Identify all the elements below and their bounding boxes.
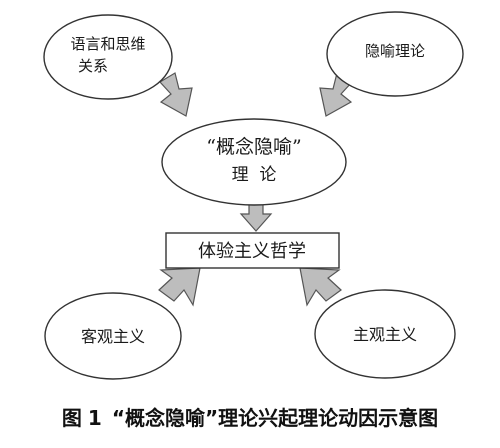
node-experiential-philosophy-label: 体验主义哲学 — [198, 241, 306, 262]
node-experiential-philosophy: 体验主义哲学 — [165, 232, 340, 269]
node-conceptual-metaphor-line2: 理 论 — [232, 165, 277, 185]
node-language-thought-line1: 语言和思维 — [70, 35, 145, 53]
node-subjectivism-shape — [314, 289, 456, 379]
arrow-language-to-concept — [159, 72, 193, 117]
node-language-thought-line2: 关系 — [78, 57, 108, 75]
node-objectivism: 客观主义 — [44, 292, 182, 380]
node-subjectivism: 主观主义 — [314, 289, 456, 379]
node-conceptual-metaphor-shape — [161, 118, 347, 206]
arrow-subjectivism-to-philosophy — [299, 267, 342, 307]
figure-number: 1 — [87, 406, 102, 430]
diagram: 语言和思维 关系 隐喻理论 “概念隐喻” 理 论 体验主义哲学 客观主义 主观主… — [43, 11, 464, 380]
node-conceptual-metaphor-line1: “概念隐喻” — [206, 135, 301, 158]
node-metaphor-theory: 隐喻理论 — [326, 11, 464, 97]
figure-caption-text: “概念隐喻”理论兴起理论动因示意图 — [111, 406, 439, 430]
node-language-thought: 语言和思维 关系 — [43, 14, 173, 100]
node-language-thought-shape — [43, 14, 173, 100]
node-objectivism-label: 客观主义 — [81, 327, 145, 346]
arrow-objectivism-to-philosophy — [158, 267, 201, 307]
node-experiential-philosophy-shape — [165, 232, 340, 269]
node-subjectivism-label: 主观主义 — [353, 325, 417, 344]
node-metaphor-theory-shape — [326, 11, 464, 97]
node-metaphor-theory-label: 隐喻理论 — [365, 42, 425, 60]
arrow-concept-to-philosophy — [239, 202, 273, 232]
node-conceptual-metaphor: “概念隐喻” 理 论 — [161, 118, 347, 206]
node-objectivism-shape — [44, 292, 182, 380]
figure-label: 图 — [61, 406, 82, 430]
